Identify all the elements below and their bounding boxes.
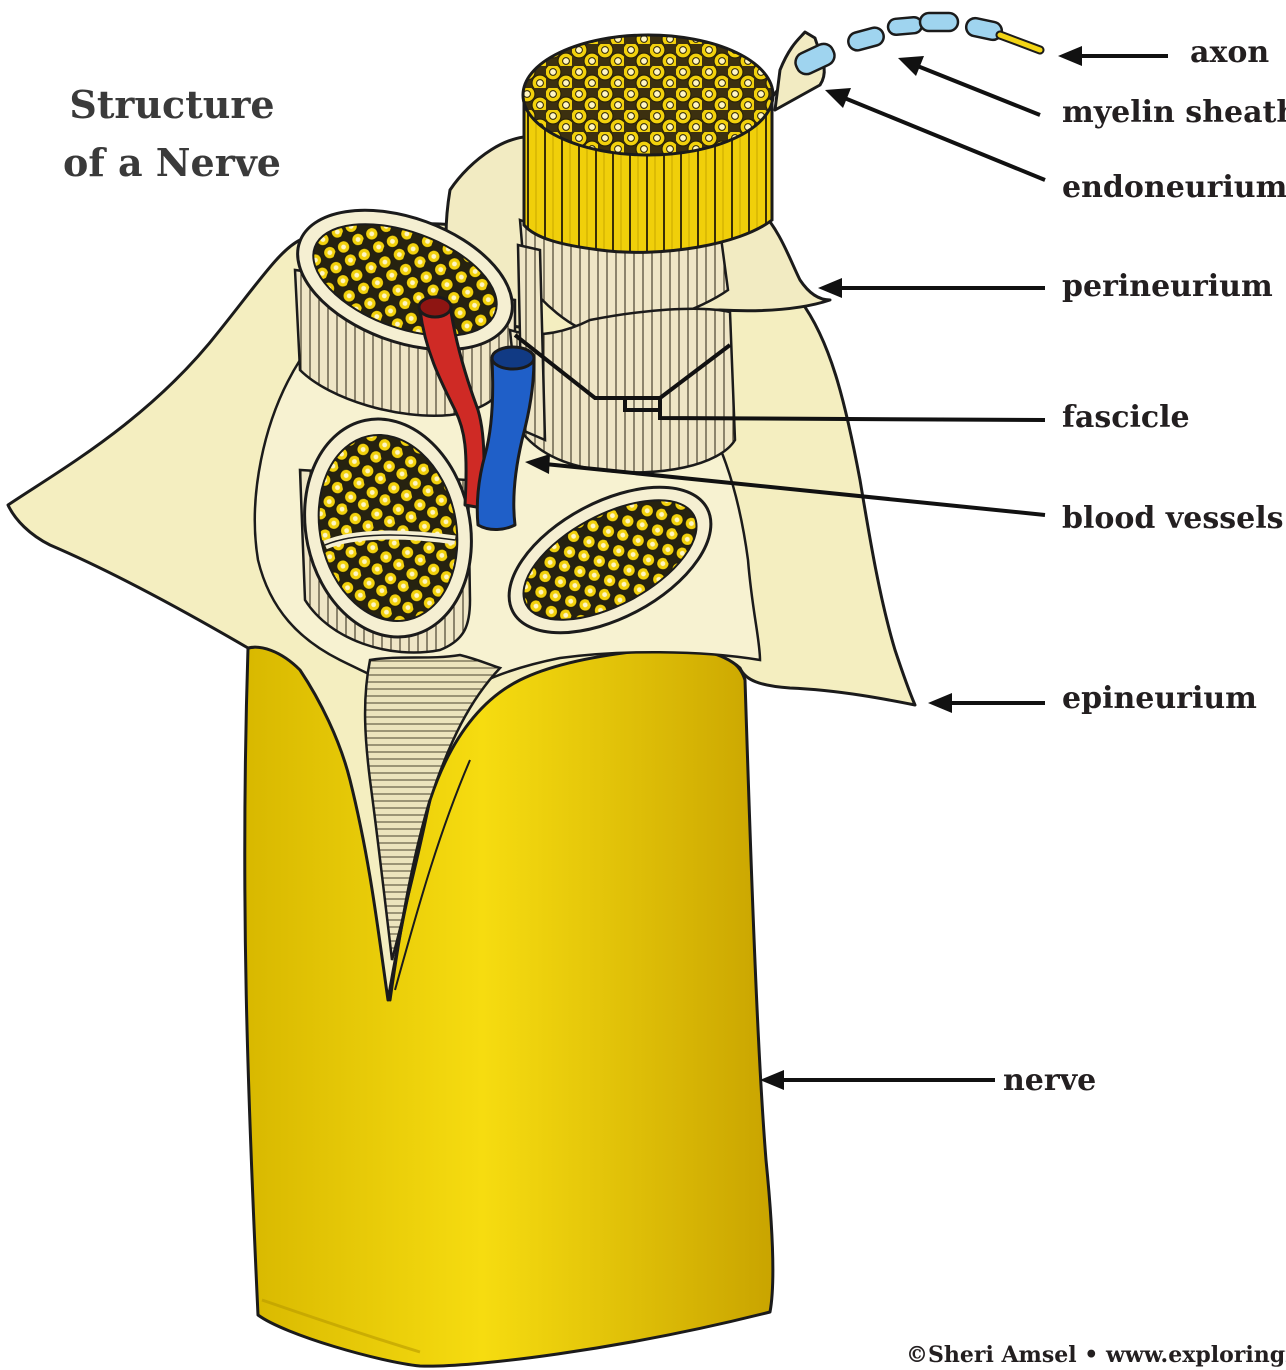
leader-myelin-sheath: [898, 56, 1040, 115]
leader-nerve: [760, 1070, 995, 1090]
label-endoneurium: endoneurium: [1062, 170, 1286, 205]
label-epineurium: epineurium: [1062, 681, 1257, 716]
leader-epineurium: [928, 693, 1045, 713]
nerve-trunk: [245, 643, 773, 1366]
leader-axon: [1058, 46, 1168, 66]
myelin-segment-4: [920, 13, 958, 31]
label-nerve: nerve: [1003, 1063, 1096, 1098]
diagram-title-line-2: of a Nerve: [63, 140, 281, 185]
label-perineurium: perineurium: [1062, 269, 1273, 304]
label-fascicle: fascicle: [1062, 400, 1190, 435]
diagram-title-line-1: Structure: [69, 82, 274, 127]
myelin-segment-2: [846, 26, 885, 53]
label-axon: axon: [1190, 35, 1269, 70]
leader-perineurium: [818, 278, 1045, 298]
label-myelin-sheath: myelin sheath: [1062, 95, 1286, 130]
myelin-segment-3: [887, 17, 922, 36]
copyright-notice: ©Sheri Amsel • www.exploringnature.org: [906, 1342, 1286, 1368]
label-blood-vessels: blood vessels: [1062, 501, 1283, 536]
